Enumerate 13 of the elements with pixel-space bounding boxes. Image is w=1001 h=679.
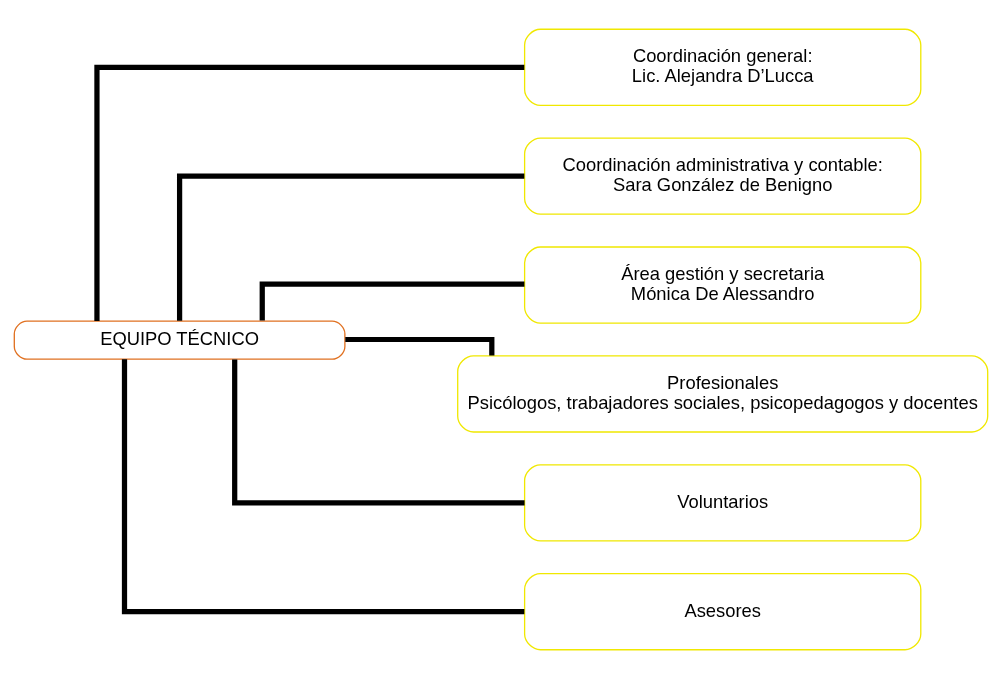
- connector: [231, 359, 525, 506]
- node-box: Voluntarios: [523, 464, 921, 542]
- connector: [344, 336, 494, 356]
- node-box: Coordinación general: Lic. Alejandra D’Lucca: [523, 28, 921, 106]
- connector: [93, 64, 524, 321]
- node-box: Coordinación administrativa y contable: Sara González de Benigno: [523, 137, 921, 215]
- connector: [176, 173, 524, 321]
- node-box: Asesores: [523, 573, 921, 651]
- node-box: EQUIPO TÉCNICO: [13, 320, 346, 360]
- node-box: Profesionales Psicólogos, trabajadores sociales, psicopedagogos y docentes: [456, 355, 988, 433]
- connector: [121, 359, 524, 615]
- connector: [259, 281, 524, 321]
- node-box: Área gestión y secretaria Mónica De Alessandro: [523, 246, 921, 324]
